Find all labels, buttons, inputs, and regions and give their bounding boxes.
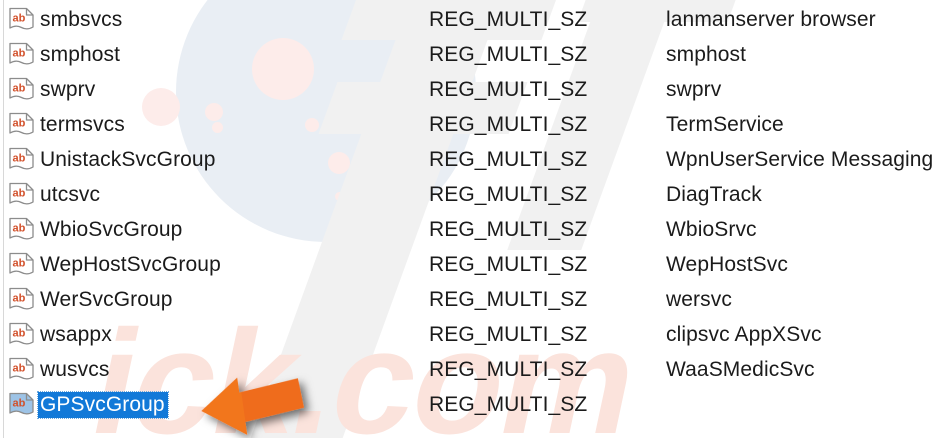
- value-type-cell: REG_MULTI_SZ: [429, 357, 588, 381]
- svg-text:ab: ab: [13, 362, 26, 374]
- table-row[interactable]: ab swprv REG_MULTI_SZ swprv: [4, 72, 934, 107]
- ab-string-value-icon: ab: [8, 217, 36, 243]
- table-row[interactable]: ab termsvcs REG_MULTI_SZ TermService: [4, 107, 934, 142]
- ab-string-value-icon: ab: [8, 392, 36, 418]
- ab-string-value-icon: ab: [8, 322, 36, 348]
- value-data-cell: WaaSMedicSvc: [666, 357, 815, 381]
- table-row[interactable]: ab wsappx REG_MULTI_SZ clipsvc AppXSvc: [4, 317, 934, 352]
- svg-text:ab: ab: [13, 152, 26, 164]
- value-name-cell[interactable]: ab swprv: [4, 72, 425, 107]
- value-name-cell[interactable]: ab wusvcs: [4, 352, 425, 387]
- value-name-cell[interactable]: ab WbioSvcGroup: [4, 212, 425, 247]
- svg-text:ab: ab: [13, 187, 26, 199]
- ab-string-value-icon: ab: [8, 357, 36, 383]
- value-data-cell: smphost: [666, 42, 747, 66]
- value-data-cell: WepHostSvc: [666, 252, 788, 276]
- ab-string-value-icon: ab: [8, 287, 36, 313]
- svg-text:ab: ab: [13, 82, 26, 94]
- ab-string-value-icon: ab: [8, 77, 36, 103]
- ab-string-value-icon: ab: [8, 252, 36, 278]
- value-data-cell: lanmanserver browser: [666, 7, 876, 31]
- value-type-cell: REG_MULTI_SZ: [429, 322, 588, 346]
- value-name-label: UnistackSvcGroup: [40, 147, 216, 171]
- value-name-label: smphost: [40, 42, 121, 66]
- table-row[interactable]: ab smphost REG_MULTI_SZ smphost: [4, 37, 934, 72]
- ab-string-value-icon: ab: [8, 42, 36, 68]
- value-name-label: WerSvcGroup: [40, 287, 173, 311]
- value-type-cell: REG_MULTI_SZ: [429, 112, 588, 136]
- svg-text:ab: ab: [13, 397, 26, 409]
- value-name-label: WepHostSvcGroup: [40, 252, 221, 276]
- value-type-cell: REG_MULTI_SZ: [429, 392, 588, 416]
- value-name-cell[interactable]: ab smphost: [4, 37, 425, 72]
- table-row[interactable]: ab smbsvcs REG_MULTI_SZ lanmanserver browse…: [4, 2, 934, 37]
- value-name-label: termsvcs: [40, 112, 125, 136]
- table-row[interactable]: ab wusvcs REG_MULTI_SZ WaaSMedicSvc: [4, 352, 934, 387]
- svg-text:ab: ab: [13, 327, 26, 339]
- value-name-label: smbsvcs: [40, 7, 123, 31]
- ab-string-value-icon: ab: [8, 147, 36, 173]
- value-name-label: utcsvc: [40, 182, 101, 206]
- svg-text:ab: ab: [13, 12, 26, 24]
- value-type-cell: REG_MULTI_SZ: [429, 42, 588, 66]
- value-name-cell[interactable]: ab GPSvcGroup: [4, 387, 425, 422]
- svg-text:ab: ab: [13, 292, 26, 304]
- value-data-cell: wersvc: [666, 287, 732, 311]
- value-data-cell: TermService: [666, 112, 784, 136]
- value-data-cell: clipsvc AppXSvc: [666, 322, 822, 346]
- value-data-cell: swprv: [666, 77, 722, 101]
- value-data-cell: WbioSrvc: [666, 217, 757, 241]
- value-name-cell[interactable]: ab UnistackSvcGroup: [4, 142, 425, 177]
- ab-string-value-icon: ab: [8, 182, 36, 208]
- value-name-cell[interactable]: ab WerSvcGroup: [4, 282, 425, 317]
- value-name-label: wusvcs: [40, 357, 110, 381]
- ab-string-value-icon: ab: [8, 112, 36, 138]
- value-name-cell[interactable]: ab WepHostSvcGroup: [4, 247, 425, 282]
- value-type-cell: REG_MULTI_SZ: [429, 147, 588, 171]
- value-name-label: wsappx: [40, 322, 112, 346]
- value-type-cell: REG_MULTI_SZ: [429, 77, 588, 101]
- svg-text:ab: ab: [13, 257, 26, 269]
- table-row[interactable]: ab WepHostSvcGroup REG_MULTI_SZ WepHostSvc: [4, 247, 934, 282]
- value-name-label: GPSvcGroup: [37, 390, 169, 419]
- ab-string-value-icon: ab: [8, 7, 36, 33]
- table-row[interactable]: ab utcsvc REG_MULTI_SZ DiagTrack: [4, 177, 934, 212]
- value-name-cell[interactable]: ab utcsvc: [4, 177, 425, 212]
- table-row[interactable]: ab UnistackSvcGroup REG_MULTI_SZ WpnUserSer…: [4, 142, 934, 177]
- value-name-cell[interactable]: ab wsappx: [4, 317, 425, 352]
- value-name-cell[interactable]: ab termsvcs: [4, 107, 425, 142]
- svg-text:ab: ab: [13, 47, 26, 59]
- svg-text:ab: ab: [13, 117, 26, 129]
- table-row[interactable]: ab GPSvcGroup REG_MULTI_SZ: [4, 387, 934, 422]
- value-type-cell: REG_MULTI_SZ: [429, 217, 588, 241]
- value-name-cell[interactable]: ab smbsvcs: [4, 2, 425, 37]
- svg-text:ab: ab: [13, 222, 26, 234]
- value-type-cell: REG_MULTI_SZ: [429, 182, 588, 206]
- value-data-cell: DiagTrack: [666, 182, 762, 206]
- pane-left-border: [3, 0, 4, 438]
- value-name-label: WbioSvcGroup: [40, 217, 183, 241]
- table-row[interactable]: ab WbioSvcGroup REG_MULTI_SZ WbioSrvc: [4, 212, 934, 247]
- value-type-cell: REG_MULTI_SZ: [429, 287, 588, 311]
- value-type-cell: REG_MULTI_SZ: [429, 252, 588, 276]
- table-row[interactable]: ab WerSvcGroup REG_MULTI_SZ wersvc: [4, 282, 934, 317]
- value-name-label: swprv: [40, 77, 96, 101]
- value-data-cell: WpnUserService Messaging: [666, 147, 934, 171]
- value-type-cell: REG_MULTI_SZ: [429, 7, 588, 31]
